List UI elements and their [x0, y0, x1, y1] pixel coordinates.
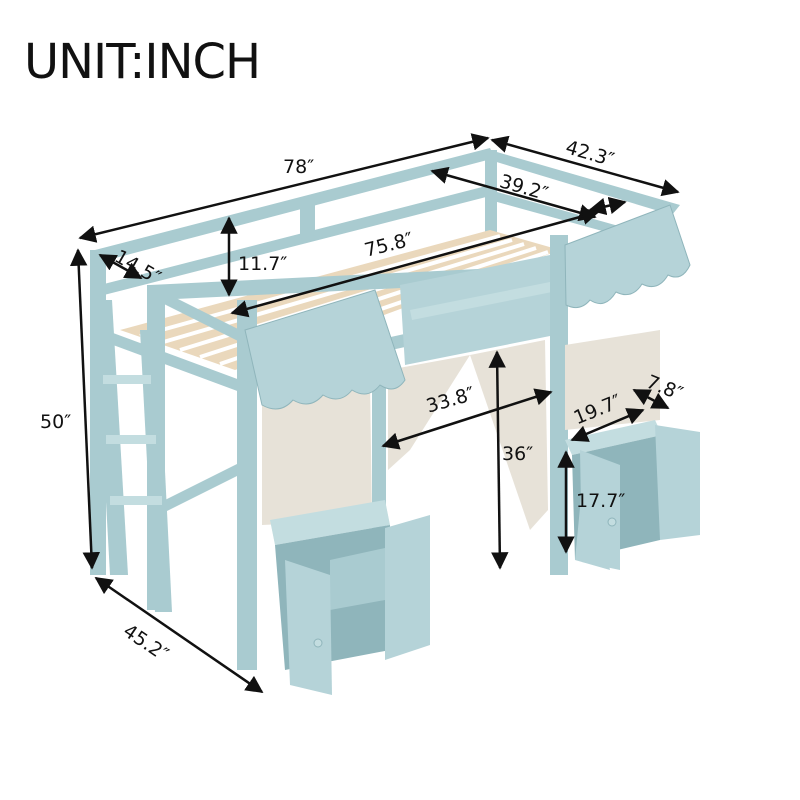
dim-underbed-clearance: 36″ — [502, 443, 534, 465]
dim-cabinet-height: 17.7″ — [576, 490, 626, 512]
dim-overall-length: 78″ — [283, 156, 315, 178]
dim-overall-height: 50″ — [40, 411, 72, 433]
right-cabinet — [565, 420, 700, 570]
dim-guardrail-height: 11.7″ — [238, 253, 288, 275]
dimension-arrows — [69, 133, 680, 694]
left-cabinet — [270, 500, 430, 695]
ladder — [95, 300, 172, 612]
unit-title: UNIT:INCH — [24, 34, 261, 90]
